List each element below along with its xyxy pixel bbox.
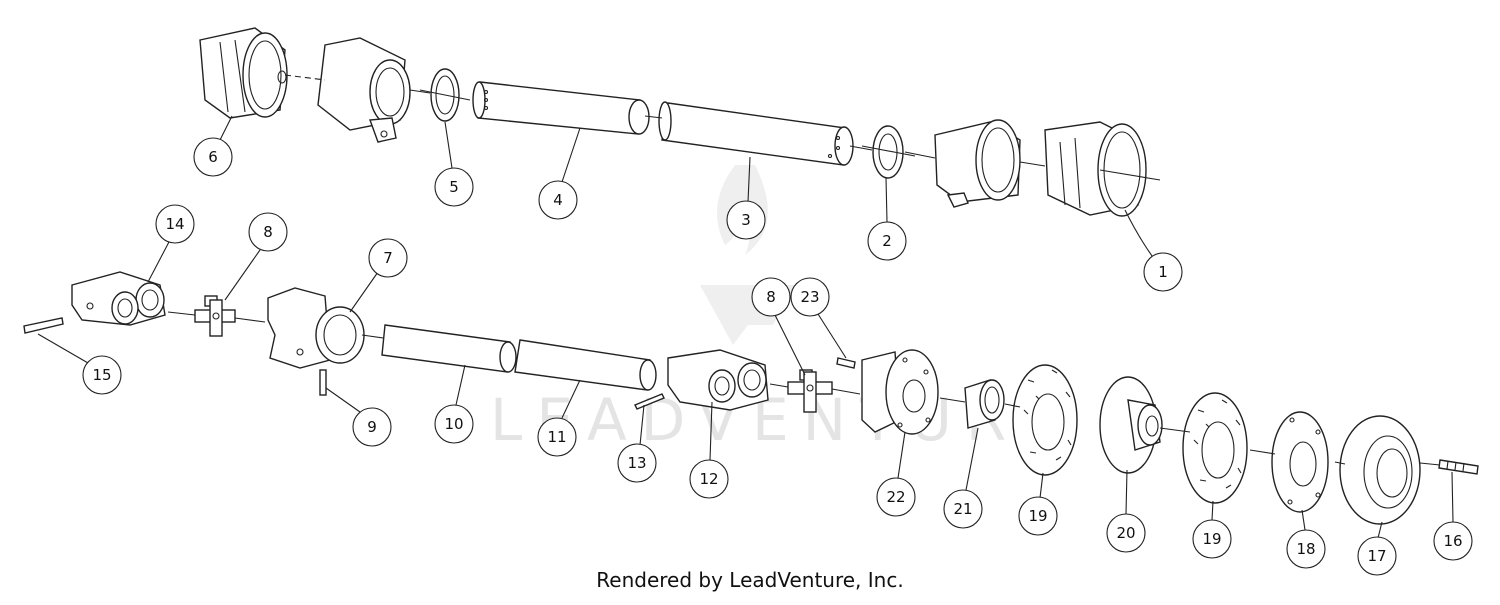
- part-13-pin: [634, 393, 665, 410]
- svg-text:15: 15: [92, 366, 111, 384]
- callout-20: 20: [1106, 469, 1146, 553]
- svg-text:7: 7: [383, 249, 393, 267]
- svg-text:21: 21: [953, 500, 972, 518]
- callout-9: 9: [325, 387, 392, 447]
- watermark-text: LEADVENTURE: [490, 386, 1071, 454]
- svg-text:23: 23: [800, 288, 819, 306]
- callout-14: 14: [147, 204, 195, 283]
- part-inner-cone-left: [317, 37, 411, 143]
- outer-shield-assembly: [199, 27, 1161, 217]
- part-15-pin: [23, 317, 64, 334]
- callout-1: 1: [1124, 209, 1183, 292]
- callout-19-left: 19: [1018, 472, 1058, 536]
- callouts: 1 2 3 4 5 6 7: [37, 115, 1473, 576]
- svg-text:5: 5: [449, 178, 459, 196]
- callout-16: 16: [1433, 471, 1473, 561]
- part-11-inner-tube: [514, 339, 657, 391]
- part-14-yoke: [71, 271, 166, 326]
- part-19-friction-disc-right: [1182, 392, 1248, 504]
- svg-text:19: 19: [1202, 530, 1221, 548]
- driveline-assembly: [23, 271, 1479, 525]
- part-18-pressure-plate: [1271, 411, 1329, 513]
- part-4-outer-tube: [472, 81, 650, 135]
- part-17-housing: [1339, 415, 1421, 525]
- part-8-cross-left: [194, 295, 236, 337]
- callout-2: 2: [867, 177, 907, 261]
- watermark: LEADVENTURE: [490, 165, 1071, 454]
- svg-text:14: 14: [165, 215, 184, 233]
- svg-text:17: 17: [1367, 547, 1386, 565]
- callout-19-right: 19: [1192, 500, 1232, 559]
- callout-18: 18: [1286, 509, 1326, 569]
- svg-text:16: 16: [1443, 532, 1462, 550]
- part-2-bearing-ring: [861, 125, 916, 179]
- part-19-friction-disc-left: [1012, 364, 1078, 476]
- part-12-yoke: [667, 349, 769, 411]
- svg-text:20: 20: [1116, 524, 1135, 542]
- svg-text:6: 6: [208, 148, 218, 166]
- callout-13: 13: [617, 404, 657, 483]
- part-inner-cone-right: [934, 119, 1021, 208]
- part-6-outer-cone: [199, 27, 288, 119]
- callout-21: 21: [943, 427, 983, 529]
- callout-7: 7: [349, 238, 408, 313]
- part-9-roll-pin: [319, 369, 327, 396]
- part-21-bushing: [964, 379, 1005, 429]
- callout-4: 4: [538, 127, 581, 220]
- callout-3: 3: [726, 156, 766, 240]
- callout-17: 17: [1357, 521, 1397, 576]
- part-7-yoke: [267, 287, 365, 369]
- svg-text:8: 8: [766, 288, 776, 306]
- part-16-bolt: [1438, 459, 1479, 475]
- svg-text:1: 1: [1158, 263, 1168, 281]
- callout-10: 10: [434, 364, 474, 444]
- part-20-clutch-hub: [1099, 376, 1163, 474]
- svg-text:10: 10: [444, 415, 463, 433]
- svg-text:3: 3: [741, 211, 751, 229]
- callout-8-left: 8: [224, 212, 288, 301]
- callout-6: 6: [193, 115, 233, 177]
- svg-text:4: 4: [553, 191, 563, 209]
- part-5-bearing-ring: [419, 68, 471, 122]
- callout-22: 22: [876, 431, 916, 517]
- svg-text:19: 19: [1028, 507, 1047, 525]
- svg-text:8: 8: [263, 223, 273, 241]
- part-23-spring: [836, 357, 856, 369]
- callout-5: 5: [434, 121, 474, 207]
- part-22-flange-yoke: [861, 349, 939, 435]
- callout-15: 15: [37, 333, 122, 395]
- svg-text:18: 18: [1296, 540, 1315, 558]
- svg-text:11: 11: [547, 428, 566, 446]
- part-1-outer-cone: [1044, 121, 1161, 217]
- callout-23: 23: [790, 277, 847, 359]
- svg-text:13: 13: [627, 454, 646, 472]
- callout-11: 11: [537, 379, 581, 457]
- footer-credit: Rendered by LeadVenture, Inc.: [596, 568, 904, 592]
- part-3-outer-tube: [658, 101, 854, 166]
- part-10-inner-tube: [381, 324, 517, 373]
- callout-8-right: 8: [751, 277, 806, 376]
- svg-text:22: 22: [886, 488, 905, 506]
- svg-text:9: 9: [367, 418, 377, 436]
- part-8-cross-right: [787, 369, 833, 413]
- callout-12: 12: [689, 401, 729, 499]
- svg-text:2: 2: [882, 232, 892, 250]
- svg-text:12: 12: [699, 470, 718, 488]
